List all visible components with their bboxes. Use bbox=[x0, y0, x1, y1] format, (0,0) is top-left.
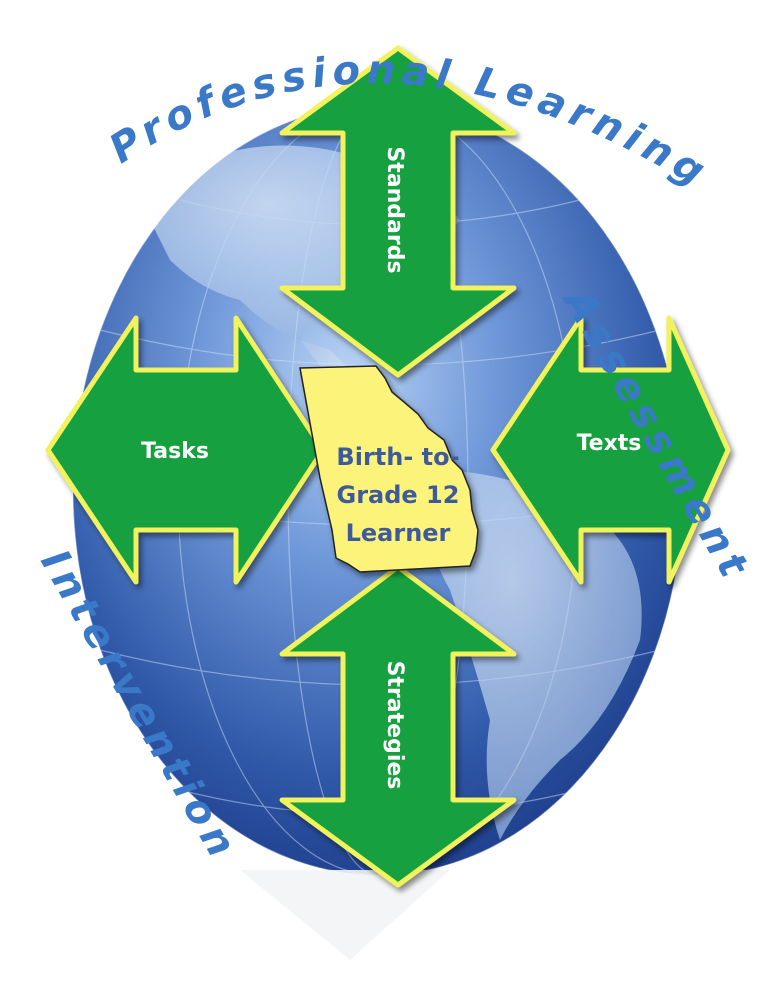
center-line-3: Learner bbox=[346, 519, 451, 547]
label-texts: Texts bbox=[577, 431, 642, 456]
center-learner-shape bbox=[299, 365, 479, 573]
center-line-2: Grade 12 bbox=[337, 481, 460, 509]
arrow-strategies bbox=[279, 564, 517, 888]
label-tasks: Tasks bbox=[141, 439, 209, 464]
arrow-standards bbox=[279, 45, 517, 378]
arrow-texts bbox=[490, 315, 731, 585]
arrows bbox=[45, 45, 731, 888]
continent-south-america bbox=[427, 470, 642, 840]
center-line-1: Birth- to- bbox=[336, 443, 459, 471]
label-standards: Standards bbox=[382, 146, 407, 273]
label-strategies: Strategies bbox=[382, 661, 407, 790]
globe-bottom-notch bbox=[240, 870, 450, 960]
